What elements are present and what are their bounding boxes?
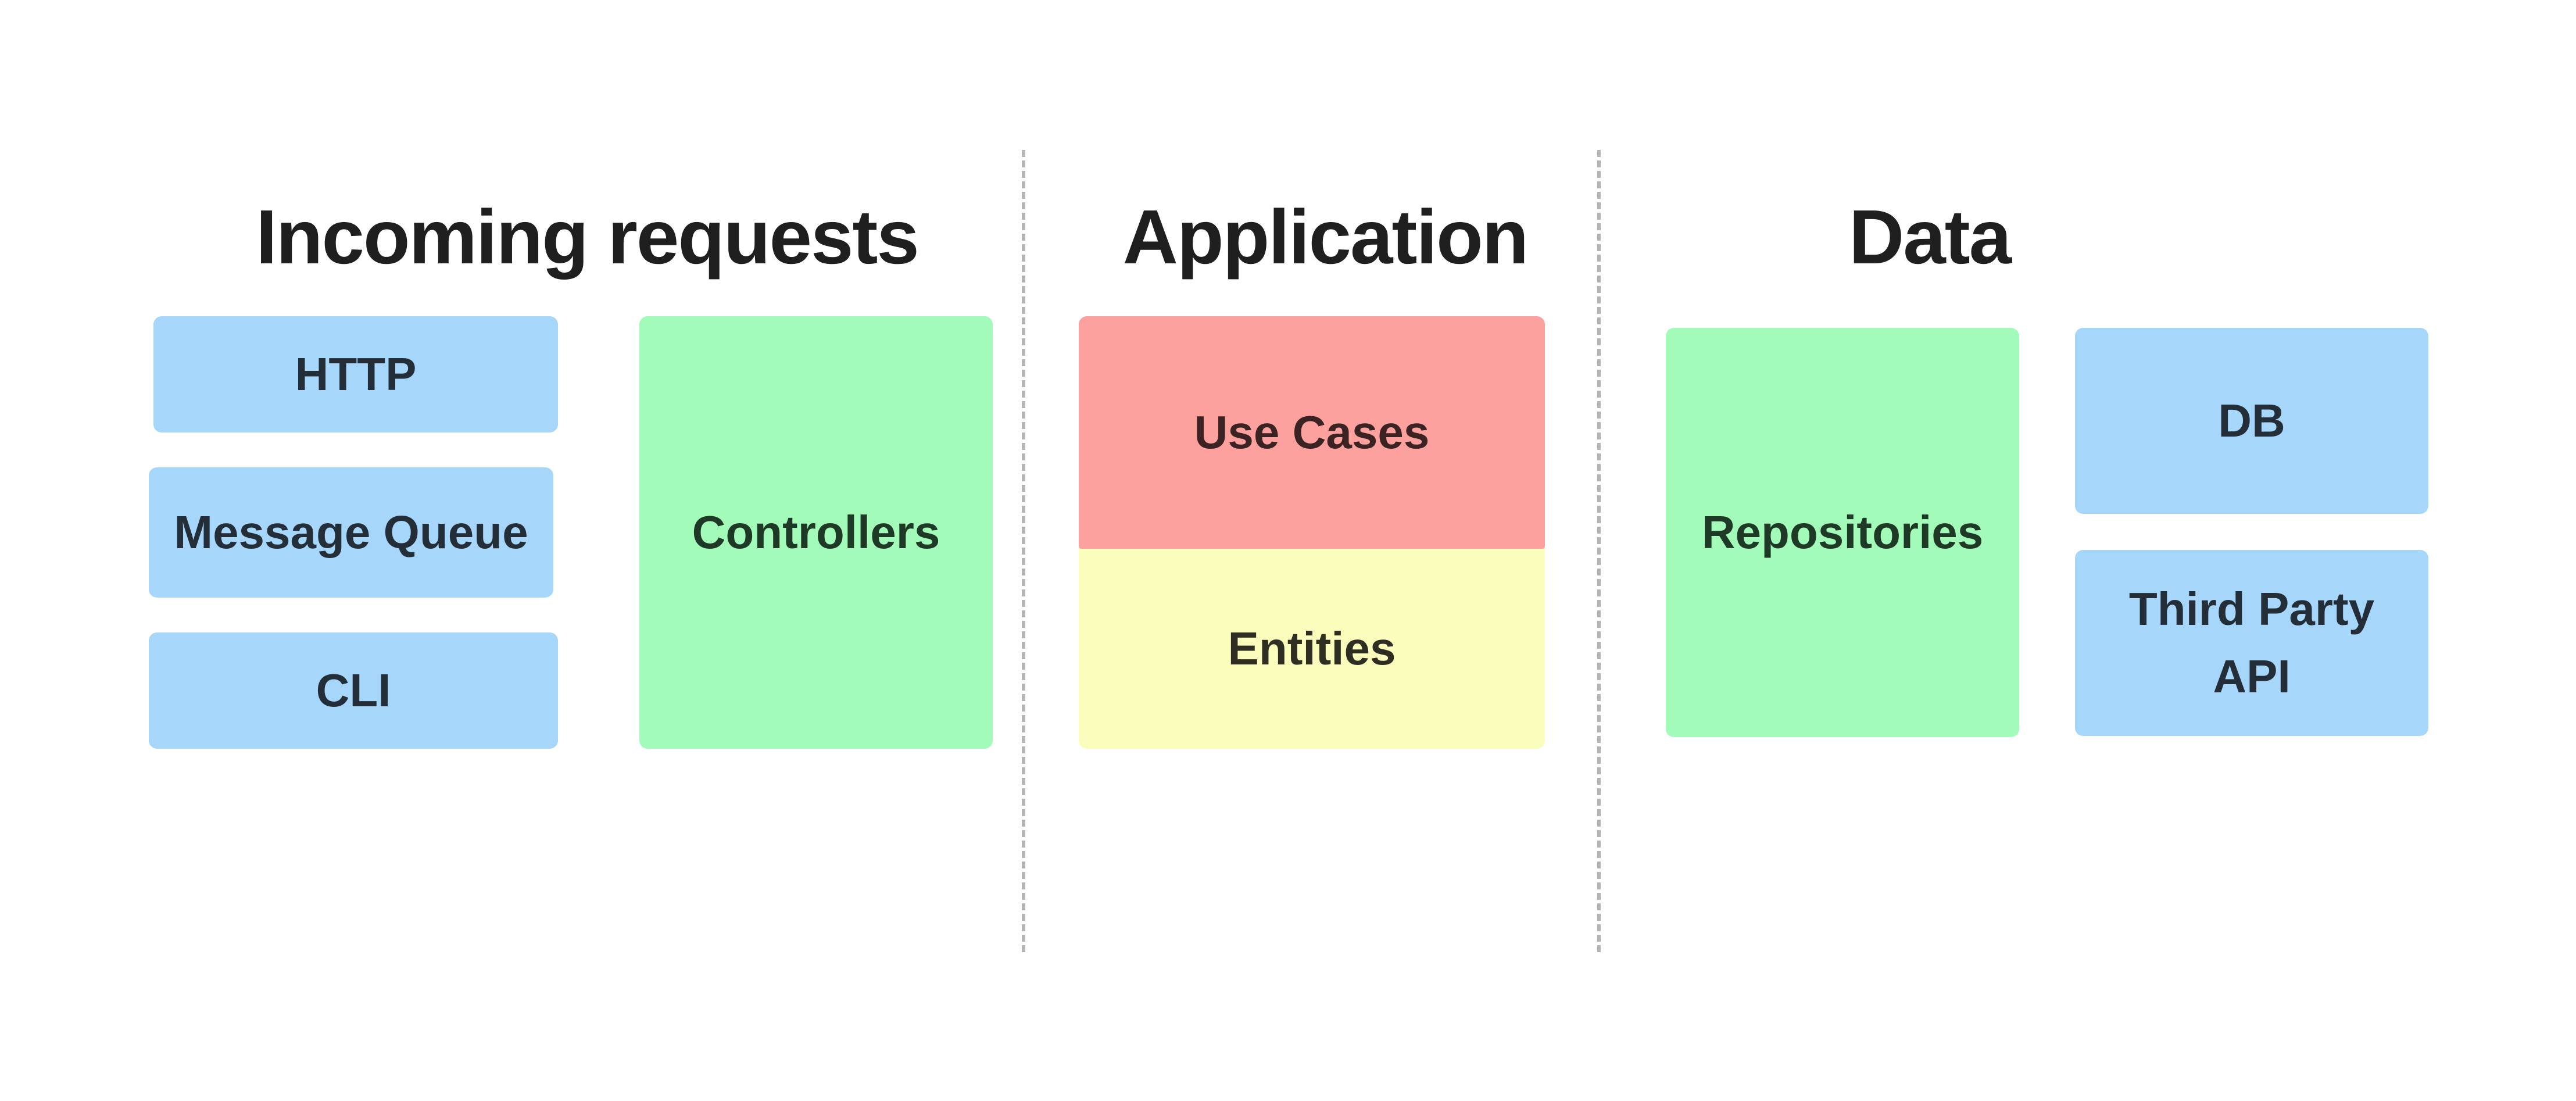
entities-box: Entities [1079,549,1545,749]
heading-incoming-requests: Incoming requests [256,194,920,280]
source-box-cli: CLI [149,632,558,749]
controllers-box: Controllers [639,316,993,749]
heading-application: Application [1122,194,1529,280]
store-box-db: DB [2075,328,2428,514]
use-cases-box: Use Cases [1079,316,1545,549]
divider-right [1597,150,1601,952]
divider-left [1022,150,1025,952]
store-label-third-party-api: Third Party API [2128,583,2375,702]
source-box-message-queue: Message Queue [149,467,553,598]
store-box-third-party-api: Third Party API [2075,550,2428,736]
source-box-http: HTTP [153,316,558,432]
repositories-box: Repositories [1666,328,2019,737]
heading-data: Data [1848,194,2012,280]
